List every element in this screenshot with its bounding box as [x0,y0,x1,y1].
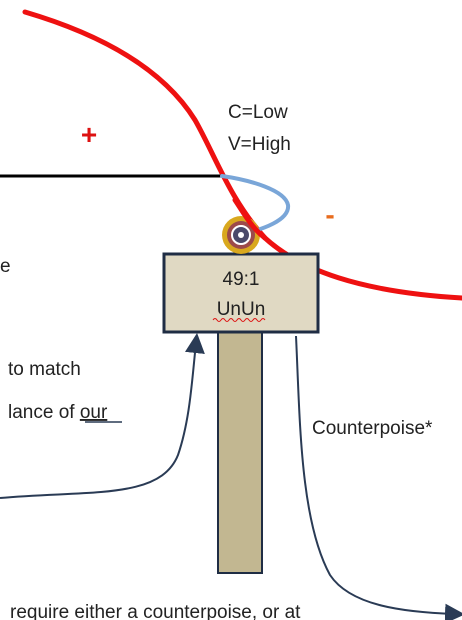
plus-sign: + [81,119,97,150]
match-text-line1: to match [8,359,81,380]
voltage-curve-overlap [232,197,268,241]
match-text-line2: lance of our [8,402,108,423]
unun-spellcheck-underline [212,318,266,322]
ratio-label: 49:1 [223,269,260,290]
match-text-our: our [80,402,108,423]
counterpoise-arrow [295,335,462,620]
unun-label: UnUn [217,299,266,320]
connector-pin [238,232,244,238]
voltage-label: V=High [228,134,291,155]
counterpoise-label: Counterpoise* [312,418,433,439]
minus-sign: - [325,199,334,230]
left-arrow [0,333,205,499]
bottom-text: require either a counterpoise, or at [10,602,301,620]
cut-text-e: e [0,256,11,277]
unun-transformer-box [162,252,320,334]
feed-loop-wire [220,174,290,236]
mast [217,329,263,574]
match-text-line2-prefix: lance of [8,402,80,423]
capacitance-label: C=Low [228,102,288,123]
